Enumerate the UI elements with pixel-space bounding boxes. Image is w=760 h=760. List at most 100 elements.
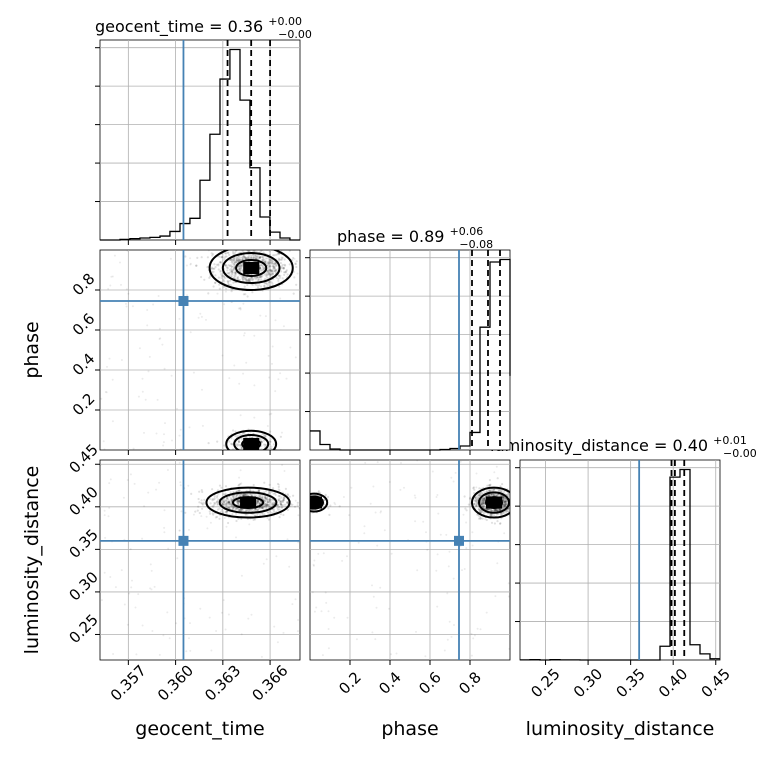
sample-point	[209, 502, 212, 505]
sample-point	[277, 274, 280, 277]
sample-point	[511, 498, 513, 500]
sample-point	[475, 472, 478, 475]
sample-point	[278, 285, 281, 288]
sample-point	[227, 499, 230, 502]
contour-level-1	[233, 434, 270, 450]
sample-point	[239, 469, 242, 472]
sample-point	[477, 508, 480, 511]
sample-point	[505, 500, 508, 503]
sample-point	[106, 365, 108, 368]
sample-point	[214, 516, 217, 519]
sample-point	[254, 257, 257, 260]
sample-point	[250, 254, 253, 257]
sample-point	[232, 265, 235, 268]
sample-point	[414, 520, 417, 523]
sample-point	[241, 250, 243, 251]
sample-point	[261, 265, 264, 268]
sample-point	[263, 433, 266, 436]
sample-point	[313, 559, 316, 562]
sample-point	[476, 494, 479, 497]
sample-point	[260, 275, 263, 278]
sample-point	[501, 496, 504, 499]
sample-point	[269, 265, 272, 268]
sample-point	[504, 504, 507, 507]
sample-point	[259, 495, 262, 498]
sample-point	[143, 505, 146, 508]
sample-point	[245, 277, 248, 280]
sample-point	[216, 494, 219, 497]
sample-point	[274, 264, 277, 267]
sample-point	[281, 256, 284, 259]
sample-point	[239, 256, 242, 259]
sample-point	[120, 283, 122, 286]
sample-point	[240, 456, 242, 458]
sample-point	[307, 500, 309, 502]
sample-point	[257, 499, 260, 503]
sample-point	[265, 558, 268, 561]
sample-point	[229, 271, 232, 274]
sample-point	[244, 257, 247, 260]
sample-point	[475, 500, 478, 503]
sample-point	[232, 506, 235, 509]
sample-point	[236, 259, 239, 262]
sample-point	[218, 282, 221, 284]
sample-point	[253, 384, 256, 387]
density-peak	[486, 496, 502, 509]
sample-point	[102, 440, 105, 443]
sample-point	[267, 262, 270, 265]
sample-point	[268, 259, 271, 262]
sample-point	[502, 501, 505, 504]
sample-point	[477, 496, 480, 499]
sample-point	[372, 485, 375, 488]
sample-point	[483, 497, 486, 500]
sample-point	[258, 261, 261, 264]
sample-point	[256, 276, 259, 279]
titles: geocent_time = 0.36 +0.00 −0.00 phase = …	[95, 15, 757, 460]
sample-point	[504, 499, 507, 503]
sample-point	[491, 513, 494, 516]
sample-point	[270, 438, 273, 441]
sample-point	[231, 271, 234, 274]
sample-point	[269, 447, 272, 450]
sample-point	[196, 256, 199, 259]
sample-point	[246, 283, 249, 287]
sample-point	[231, 507, 234, 510]
sample-point	[274, 493, 277, 496]
sample-point	[312, 564, 315, 567]
sample-point	[296, 630, 299, 633]
sample-point	[477, 514, 480, 517]
sample-point	[268, 269, 272, 272]
sample-point	[237, 257, 241, 261]
sample-point	[266, 270, 270, 273]
sample-point	[395, 652, 398, 655]
sample-point	[262, 267, 265, 270]
sample-point	[266, 257, 269, 260]
sample-point	[235, 495, 238, 498]
sample-point	[501, 512, 504, 515]
sample-point	[494, 595, 497, 598]
sample-point	[260, 275, 263, 278]
sample-point	[303, 506, 305, 508]
sample-point	[478, 492, 481, 495]
sample-point	[492, 493, 495, 497]
sample-point	[238, 266, 242, 269]
sample-point	[288, 263, 291, 266]
sample-point	[263, 498, 266, 502]
sample-point	[283, 258, 286, 261]
sample-point	[223, 499, 226, 502]
sample-point	[256, 279, 259, 282]
sample-point	[474, 504, 477, 507]
sample-point	[243, 276, 246, 279]
sample-point	[305, 504, 307, 506]
sample-point	[254, 455, 256, 457]
sample-point	[275, 271, 278, 274]
sample-point	[268, 272, 271, 276]
sample-point	[264, 506, 267, 509]
sample-point	[266, 504, 269, 507]
sample-point	[496, 493, 500, 496]
sample-point	[244, 276, 247, 279]
sample-point	[279, 297, 282, 300]
sample-point	[246, 246, 248, 248]
sample-point	[230, 290, 233, 293]
sample-point	[111, 378, 114, 381]
